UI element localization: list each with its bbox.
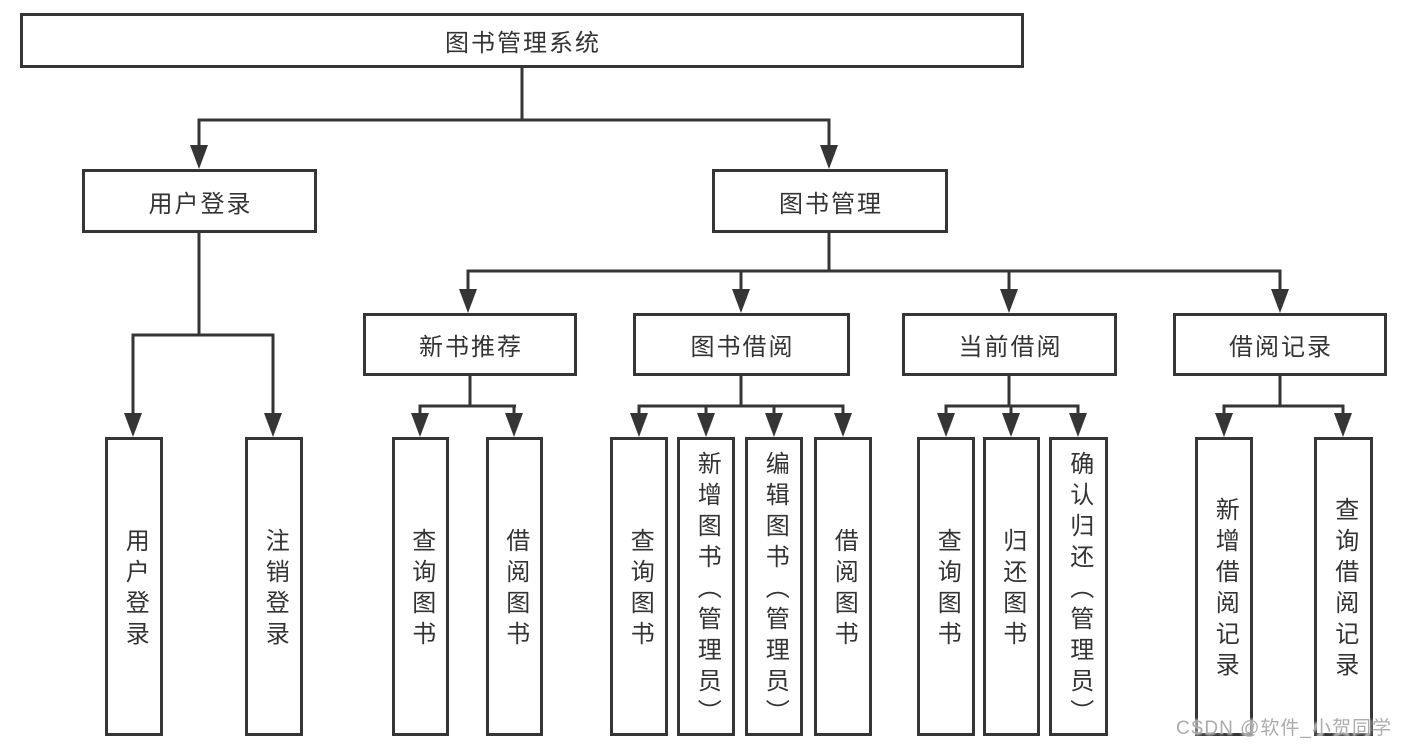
connector-current-borrow-branch [937,376,1087,437]
leaf-borrow-query-books: 查询图书 [610,437,668,736]
node-book-mgmt-label: 图书管理 [779,190,883,218]
leaf-current-confirm-return: 确认归还（管理员） [1049,437,1108,736]
leaf-records-add-label: 新增借阅记录 [1211,497,1239,683]
node-borrow-records: 借阅记录 [1173,313,1387,376]
node-user-login-label: 用户登录 [148,190,253,218]
leaf-borrow-edit-label: 编辑图书（管理员） [761,450,789,730]
leaf-current-return-label: 归还图书 [998,528,1026,652]
node-borrow-records-label: 借阅记录 [1229,334,1333,361]
leaf-records-query-record: 查询借阅记录 [1314,437,1373,736]
connector-borrow-records-branch [1215,376,1352,437]
leaf-records-add-record: 新增借阅记录 [1195,437,1253,736]
leaf-current-return-books: 归还图书 [983,437,1040,736]
node-current-borrow-label: 当前借阅 [958,334,1063,361]
leaf-newbooks-borrow-books: 借阅图书 [486,437,543,736]
node-current-borrow: 当前借阅 [902,313,1117,376]
leaf-borrow-borrow-books: 借阅图书 [814,437,872,736]
node-new-books: 新书推荐 [363,313,577,376]
leaf-newbooks-query-label: 查询图书 [407,528,435,652]
leaf-borrow-add-label: 新增图书（管理员） [693,450,721,730]
node-book-mgmt: 图书管理 [712,169,948,233]
node-book-borrow-label: 图书借阅 [690,334,795,361]
node-root: 图书管理系统 [20,13,1024,68]
leaf-borrow-edit-books: 编辑图书（管理员） [745,437,803,736]
node-book-borrow: 图书借阅 [633,313,850,376]
leaf-current-query-books: 查询图书 [917,437,975,736]
leaf-borrow-add-books: 新增图书（管理员） [677,437,735,736]
csdn-watermark: CSDN @软件_小贺同学 [1176,718,1392,739]
connector-book-borrow-branch [630,376,852,437]
leaf-current-query-label: 查询图书 [933,528,961,652]
leaf-user-login: 用户登录 [105,437,163,736]
leaf-newbooks-query-books: 查询图书 [392,437,449,736]
leaf-current-confirm-label: 确认归还（管理员） [1065,450,1093,730]
leaf-newbooks-borrow-label: 借阅图书 [501,528,529,652]
node-root-label: 图书管理系统 [445,30,601,57]
node-new-books-label: 新书推荐 [419,334,523,361]
leaf-logout-label: 注销登录 [261,528,289,652]
leaf-logout: 注销登录 [245,437,303,736]
leaf-user-login-label: 用户登录 [121,528,149,652]
connector-book-mgmt-branch [459,233,1289,313]
connector-user-login-branch [124,233,282,437]
leaf-borrow-borrow-label: 借阅图书 [830,528,858,652]
node-user-login: 用户登录 [82,169,317,233]
leaf-records-query-label: 查询借阅记录 [1330,497,1358,683]
leaf-borrow-query-label: 查询图书 [626,528,654,652]
connector-new-books-branch [411,376,523,437]
connector-root-branch [190,67,838,169]
